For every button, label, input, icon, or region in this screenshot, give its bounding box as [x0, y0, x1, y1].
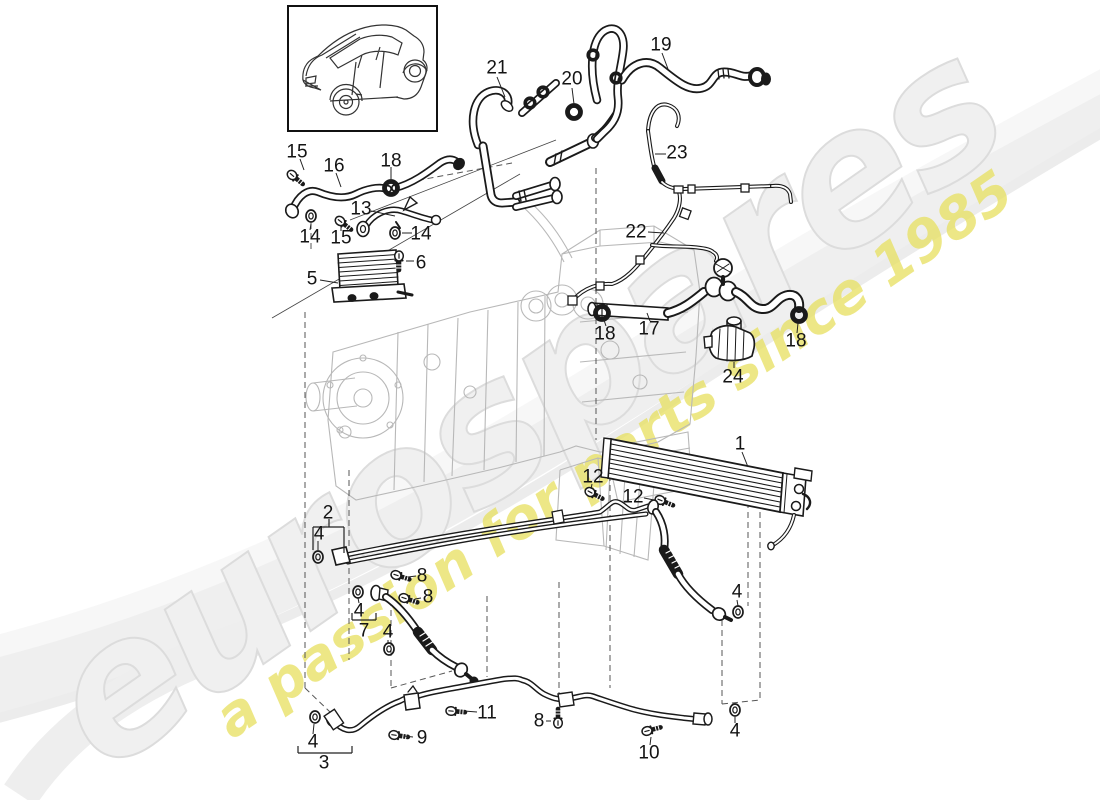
callout-1-18: 1: [735, 434, 746, 455]
vehicle-inset-frame: [287, 5, 438, 132]
construction-dashed-lines: [304, 162, 761, 713]
callout-18-2: 18: [380, 151, 401, 172]
callout-4-22: 4: [314, 524, 325, 545]
screw-10-icon: [641, 723, 662, 736]
callout-4-29: 4: [308, 732, 319, 753]
valve-24-drawing: [703, 316, 756, 362]
callout-12-19: 12: [582, 467, 603, 488]
callout-leader-lines: [299, 52, 799, 746]
callout-4-27: 4: [383, 622, 394, 643]
callout-4-35: 4: [730, 721, 741, 742]
callout-15-0: 15: [286, 142, 307, 163]
callout-3-30: 3: [319, 753, 330, 774]
callout-20-10: 20: [561, 69, 582, 90]
callout-4-25: 4: [354, 601, 365, 622]
callout-18-17: 18: [785, 331, 806, 352]
screw-9-icon: [388, 730, 408, 741]
callout-24-16: 24: [722, 367, 744, 388]
callout-14-4: 14: [299, 227, 321, 248]
hose-17-drawing: [587, 258, 805, 321]
seal-4c-icon: [732, 605, 744, 619]
vehicle-inset: [287, 5, 438, 132]
seal-14a-icon: [305, 209, 317, 223]
callout-17-14: 17: [638, 319, 659, 340]
seal-4d-icon: [729, 703, 741, 717]
parts-line-art: [283, 24, 813, 742]
pipe-13-drawing: [356, 195, 442, 238]
callout-8-24: 8: [423, 587, 434, 608]
hose-16-drawing: [284, 155, 465, 219]
hose-7-drawing: [370, 584, 479, 686]
callout-8-23: 8: [417, 566, 428, 587]
callout-22-13: 22: [625, 222, 646, 243]
pipe-3-drawing: [323, 675, 713, 734]
callout-5-8: 5: [307, 269, 318, 290]
callout-21-9: 21: [486, 58, 507, 79]
callout-4-28: 4: [732, 582, 743, 603]
callout-14-6: 14: [410, 224, 432, 245]
seal-4f-icon: [309, 710, 321, 724]
clamp-20-icon: [568, 106, 581, 119]
callout-2-21: 2: [323, 503, 334, 524]
callout-13-3: 13: [350, 199, 371, 220]
seal-14b-icon: [389, 226, 401, 240]
construction-solid-lines: [271, 139, 557, 319]
callout-15-5: 15: [330, 228, 351, 249]
screw-15a-icon: [285, 168, 305, 187]
harness-22-drawing: [567, 185, 719, 306]
oil-cooler-5-drawing: [331, 249, 414, 303]
vehicle-line-art: [302, 24, 428, 116]
screw-11-icon: [446, 706, 466, 716]
callout-18-15: 18: [594, 324, 615, 345]
callout-brackets: [297, 519, 377, 754]
callout-7-26: 7: [359, 621, 370, 642]
callout-12-20: 12: [622, 487, 643, 508]
callout-19-11: 19: [650, 35, 671, 56]
watermark-swoosh: [0, 69, 1100, 800]
callout-23-12: 23: [666, 143, 687, 164]
callout-10-34: 10: [638, 743, 659, 764]
callout-6-7: 6: [416, 253, 427, 274]
callout-16-1: 16: [323, 156, 344, 177]
callout-8-33: 8: [534, 711, 545, 732]
callout-9-31: 9: [417, 728, 428, 749]
callout-11-32: 11: [477, 703, 497, 724]
screw-8c-icon: [554, 709, 563, 728]
oil-cooler-radiator-1-drawing: [600, 437, 813, 551]
hose-19-drawing: [588, 24, 771, 144]
pipe-2-drawing: [331, 499, 733, 622]
